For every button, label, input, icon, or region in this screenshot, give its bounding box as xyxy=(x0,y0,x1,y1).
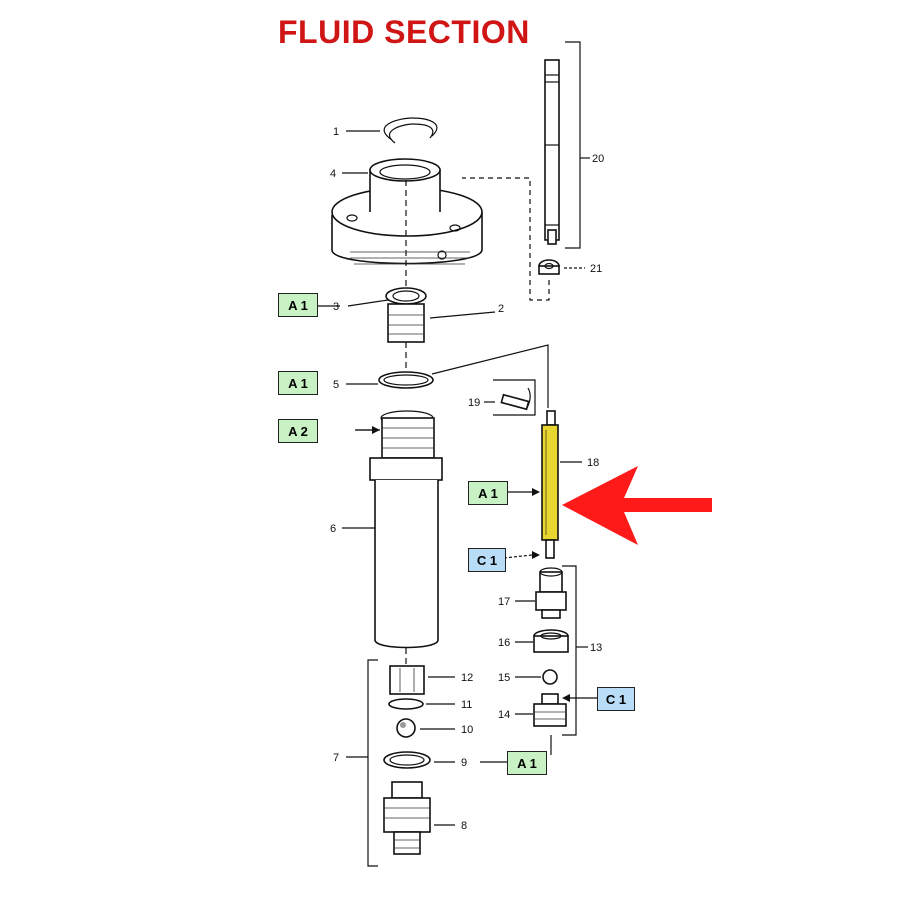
part-number-11: 11 xyxy=(461,699,472,711)
part-2-bushing xyxy=(387,303,496,343)
tag-a1-oring: A 1 xyxy=(507,751,547,775)
part-number-21: 21 xyxy=(590,263,602,275)
part-6-cylinder xyxy=(342,410,443,649)
part-number-3: 3 xyxy=(333,301,339,313)
tag-a1-housing: A 1 xyxy=(278,293,318,317)
part-3-ring xyxy=(385,287,427,305)
part-number-2: 2 xyxy=(498,303,504,315)
tag-c1-valve: C 1 xyxy=(597,687,635,711)
part-10-ball xyxy=(396,718,455,738)
diagram-title: FLUID SECTION xyxy=(278,14,530,50)
part-number-8: 8 xyxy=(461,820,467,832)
part-9-oring xyxy=(383,751,455,769)
part-14-housing xyxy=(515,693,567,727)
part-11-oring xyxy=(388,698,455,710)
part-number-6: 6 xyxy=(330,523,336,535)
part-20-shaft xyxy=(544,41,590,249)
part-number-9: 9 xyxy=(461,757,467,769)
left-arrow-icon xyxy=(562,466,712,545)
part-number-14: 14 xyxy=(498,709,510,721)
tag-c1-rod: C 1 xyxy=(468,548,506,572)
part-21-nut xyxy=(538,259,585,275)
part-number-7: 7 xyxy=(333,752,339,764)
part-1-clip xyxy=(346,117,438,144)
part-number-19: 19 xyxy=(468,397,480,409)
part-number-15: 15 xyxy=(498,672,510,684)
part-number-1: 1 xyxy=(333,126,339,138)
part-number-16: 16 xyxy=(498,637,510,649)
part-19-pin xyxy=(484,379,536,416)
part-number-12: 12 xyxy=(461,672,473,684)
part-18-rod xyxy=(541,410,582,559)
part-12-retainer xyxy=(389,665,455,695)
part-number-18: 18 xyxy=(587,457,599,469)
part-number-4: 4 xyxy=(330,168,336,180)
tag-leaders xyxy=(356,426,597,763)
part-5-gasket xyxy=(346,371,434,389)
tag-a1-rod: A 1 xyxy=(468,481,508,505)
part-8-valve-seat xyxy=(383,781,455,855)
part-number-13: 13 xyxy=(590,642,602,654)
part-number-10: 10 xyxy=(461,724,473,736)
part-17-cage xyxy=(515,567,567,619)
part-number-17: 17 xyxy=(498,596,510,608)
part-number-5: 5 xyxy=(333,379,339,391)
part-4-housing xyxy=(331,158,483,265)
part-16-seat xyxy=(515,629,569,653)
tag-a2-cylinder: A 2 xyxy=(278,419,318,443)
part-15-ball xyxy=(515,669,558,685)
part-number-20: 20 xyxy=(592,153,604,165)
tag-a1-gasket: A 1 xyxy=(278,371,318,395)
